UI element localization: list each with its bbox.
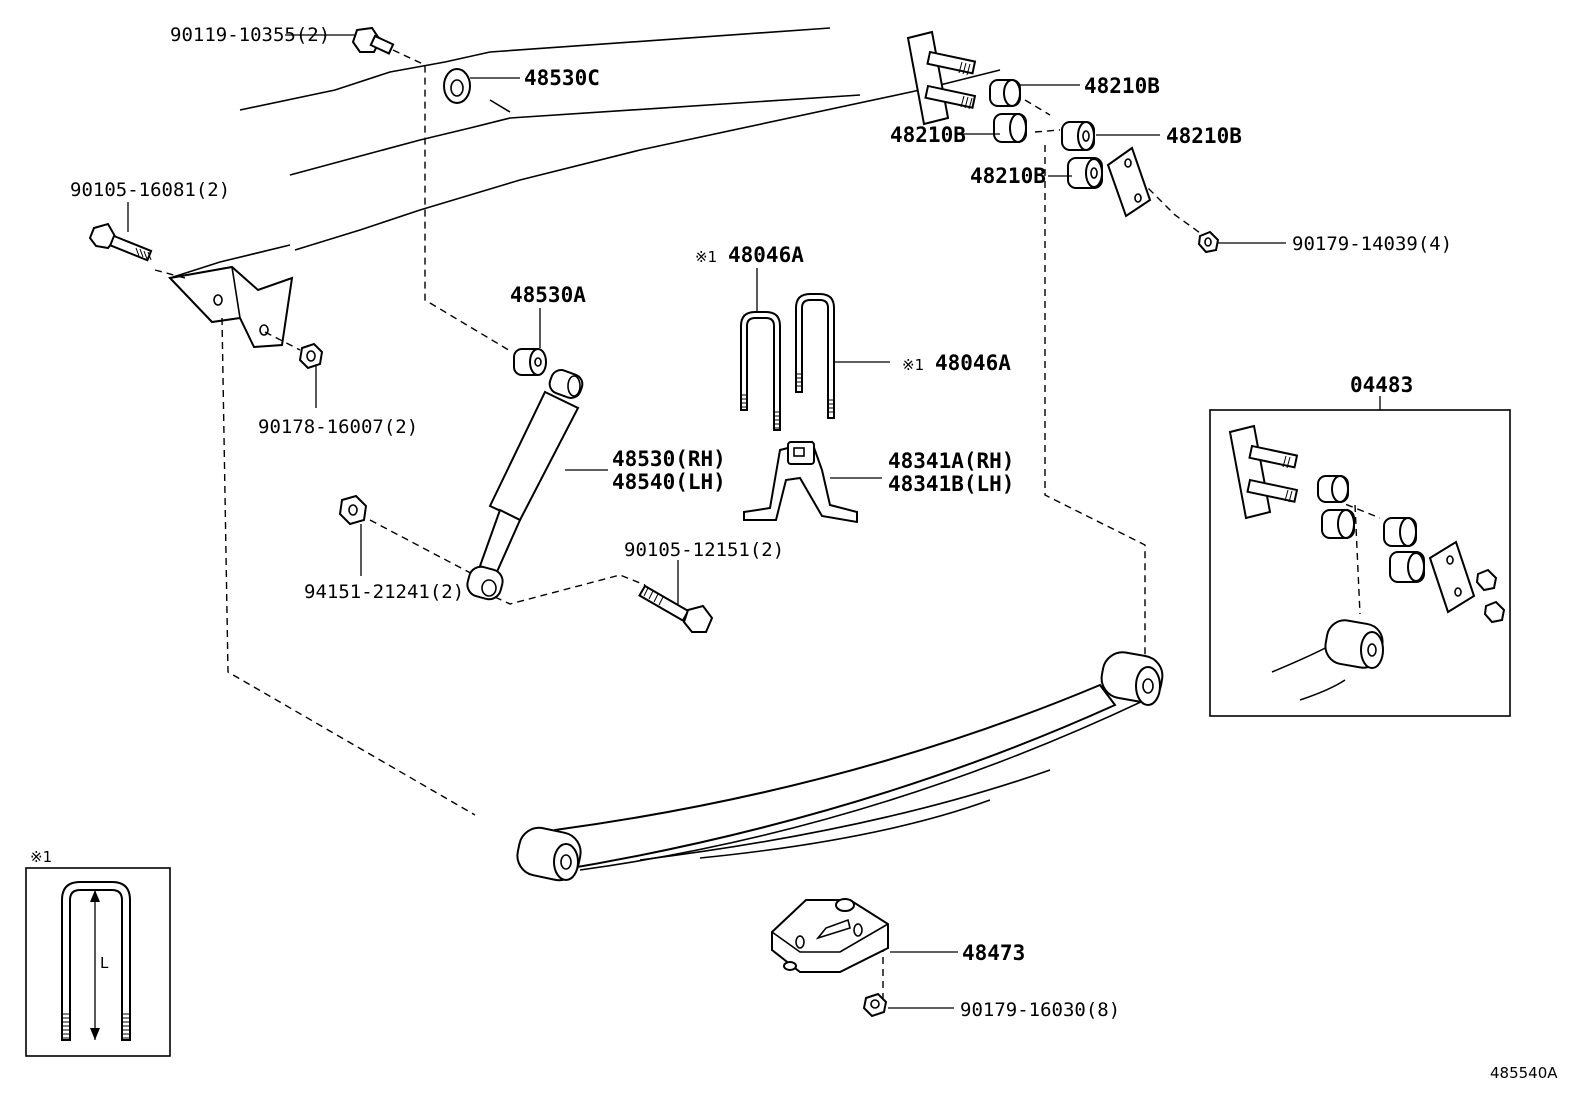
frame-rail [167, 27, 1001, 349]
label-bushing-48530a: 48530A [510, 283, 586, 307]
nut-left-part [298, 342, 324, 370]
bushing-48530a-part [513, 348, 547, 376]
assembly-dashed-lines [154, 49, 1381, 998]
bushing-48210b-1-part [989, 79, 1021, 107]
nut-shackle-part [1197, 230, 1220, 254]
label-ubolt-b: 48046A [935, 351, 1011, 375]
u-bolt-b-part [795, 293, 835, 419]
bolt-top-part [351, 26, 395, 55]
label-kit-04483: 04483 [1350, 373, 1413, 397]
label-bolt-shock-lower: 90105-12151(2) [624, 539, 784, 561]
label-washer-48530c: 48530C [524, 66, 600, 90]
label-bumper-lh: 48341B(LH) [888, 472, 1014, 496]
bushing-48210b-2-part [993, 113, 1027, 143]
bushing-48210b-3-part [1061, 121, 1095, 151]
label-bumper-rh: 48341A(RH) [888, 449, 1014, 473]
label-shock-rh: 48530(RH) [612, 447, 726, 471]
u-bolt-a-part [740, 311, 781, 431]
shock-absorber-part [466, 369, 584, 601]
diagram-code: 485540A [1490, 1064, 1558, 1082]
shackle-assembly-part [906, 30, 1152, 218]
label-bolt-left: 90105-16081(2) [70, 179, 230, 201]
inset-note-marker: ※1 [30, 848, 52, 866]
label-nut-shock-lower: 94151-21241(2) [304, 581, 464, 603]
bushing-48210b-4-part [1067, 157, 1103, 189]
nut-seat-part [862, 992, 888, 1018]
washer-48530c-part [443, 68, 511, 113]
spring-seat-part [771, 898, 889, 973]
inset-length-label: L [100, 954, 109, 972]
label-bush-4: 48210B [970, 164, 1046, 188]
leader-lines [127, 34, 1381, 1009]
bolt-left-part [88, 222, 153, 262]
label-seat-48473: 48473 [962, 941, 1025, 965]
callout-labels: 90119-10355(2) 48530C 90105-16081(2) 901… [30, 24, 1558, 1082]
label-nut-left: 90178-16007(2) [258, 416, 418, 438]
note-marker-ubolt-b: ※1 [902, 356, 924, 374]
u-bolt-length-inset [25, 867, 171, 1057]
nut-shock-lower-part [338, 494, 368, 526]
label-nut-seat: 90179-16030(8) [960, 999, 1120, 1021]
bump-stopper-part [743, 440, 858, 524]
label-ubolt-a: 48046A [728, 243, 804, 267]
label-bush-2: 48210B [890, 123, 966, 147]
label-bolt-top: 90119-10355(2) [170, 24, 330, 46]
label-bush-1: 48210B [1084, 74, 1160, 98]
note-marker-ubolt-a: ※1 [695, 248, 717, 266]
label-bush-3: 48210B [1166, 124, 1242, 148]
label-nut-shackle: 90179-14039(4) [1292, 233, 1452, 255]
bolt-shock-lower-part [638, 584, 714, 633]
label-shock-lh: 48540(LH) [612, 470, 726, 494]
kit-04483-box [1209, 409, 1511, 717]
leaf-spring-part [516, 651, 1164, 882]
